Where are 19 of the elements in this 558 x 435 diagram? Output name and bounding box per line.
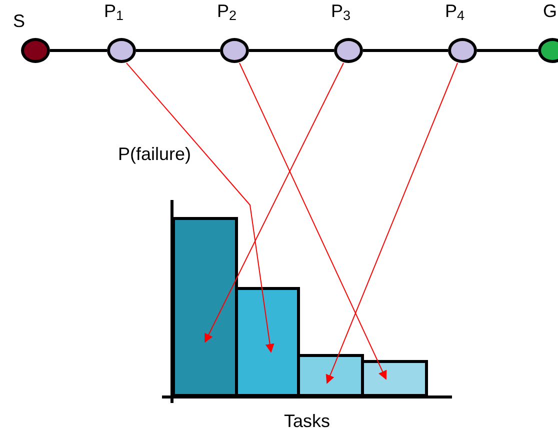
path-line [363, 49, 448, 52]
path-line [477, 49, 538, 52]
path-line [50, 49, 107, 52]
waypoint-label: P$_{4}$ [445, 2, 465, 20]
arrow [126, 62, 274, 353]
path-line [136, 49, 220, 52]
task-bar [297, 354, 364, 397]
task-bar [235, 287, 300, 397]
waypoint-label: P$_{1}$ [104, 2, 124, 20]
waypoint-label: G [543, 2, 558, 20]
arrow [326, 62, 458, 384]
waypoint-label: S [13, 12, 26, 30]
arrow [239, 62, 387, 380]
task-bar [172, 217, 238, 397]
waypoint-label: P$_{2}$ [217, 2, 237, 20]
arrow [204, 62, 344, 343]
task-bar [361, 360, 428, 397]
waypoint-label: P$_{3}$ [331, 2, 351, 20]
path-line [249, 49, 334, 52]
